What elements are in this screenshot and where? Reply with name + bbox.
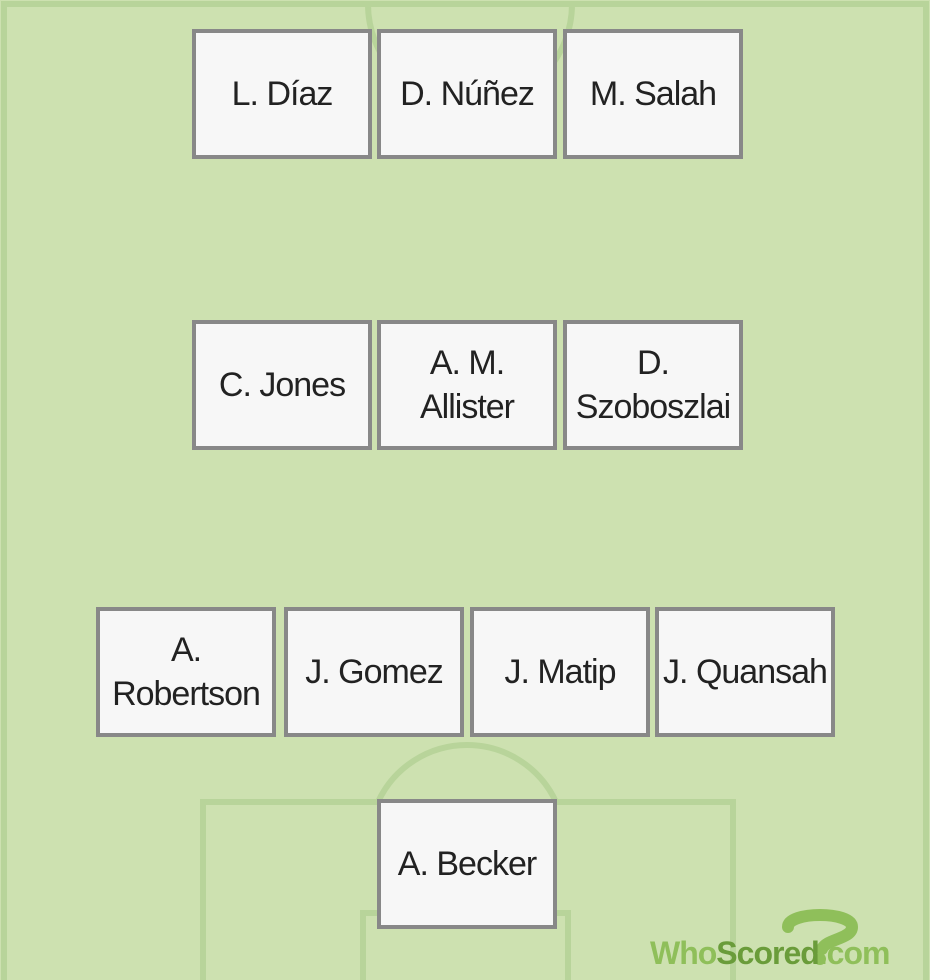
player-card-defender-3[interactable]: J. Matip [470, 607, 650, 737]
whoscored-watermark: WhoScored.com [650, 905, 910, 975]
player-name: J. Matip [504, 653, 616, 691]
player-name: D. Núñez [400, 75, 535, 113]
question-mark-logo-icon [782, 909, 859, 965]
player-name: A. Becker [397, 845, 537, 883]
player-name: A. M. Allister [419, 344, 515, 426]
watermark-who: Who [650, 935, 717, 971]
player-card-midfielder-3[interactable]: D. Szoboszlai [563, 320, 743, 450]
watermark-dot: . [818, 935, 828, 971]
player-name: C. Jones [218, 366, 346, 404]
player-card-forward-1[interactable]: L. Díaz [192, 29, 372, 159]
player-name: J. Gomez [305, 653, 443, 691]
player-card-forward-2[interactable]: D. Núñez [377, 29, 557, 159]
player-name: L. Díaz [231, 75, 334, 113]
player-name: D. Szoboszlai [575, 344, 731, 426]
player-card-goalkeeper[interactable]: A. Becker [377, 799, 557, 929]
player-card-defender-2[interactable]: J. Gomez [284, 607, 464, 737]
player-name: A. Robertson [112, 631, 261, 713]
player-card-forward-3[interactable]: M. Salah [563, 29, 743, 159]
watermark-com: com [826, 935, 891, 971]
player-card-midfielder-2[interactable]: A. M. Allister [377, 320, 557, 450]
player-card-defender-1[interactable]: A. Robertson [96, 607, 276, 737]
player-card-midfielder-1[interactable]: C. Jones [192, 320, 372, 450]
watermark-text: WhoScored.com [650, 935, 891, 972]
player-card-defender-4[interactable]: J. Quansah [655, 607, 835, 737]
player-name: M. Salah [589, 75, 717, 113]
player-name: J. Quansah [663, 653, 828, 691]
watermark-scored: Scored [716, 935, 819, 971]
